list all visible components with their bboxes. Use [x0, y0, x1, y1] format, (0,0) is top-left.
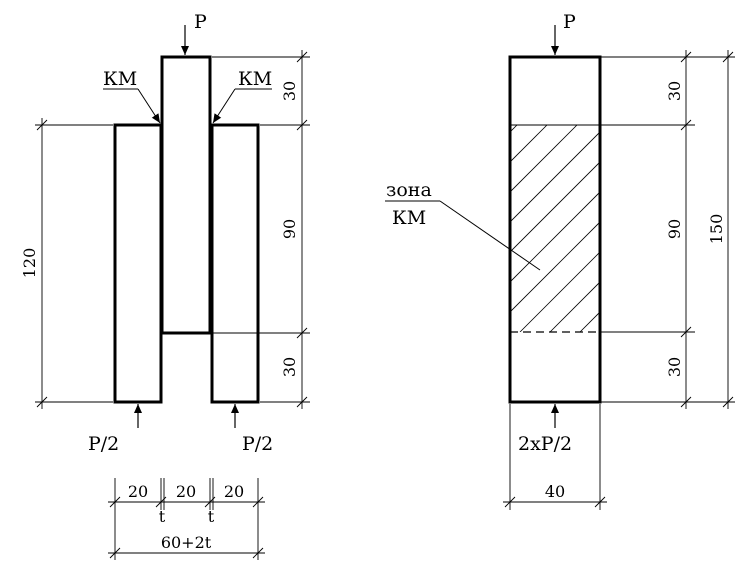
bottom-left-load-label: P/2 — [88, 433, 119, 455]
right-bottom-load-label: 2xP/2 — [518, 433, 572, 455]
dim-bottom-30: 30 — [280, 357, 299, 377]
right-specimen: P зона КМ 2xP/2 30 90 30 150 — [385, 11, 735, 510]
zone-label-line2: КМ — [392, 207, 426, 229]
right-dim-width-40: 40 — [545, 482, 565, 501]
gap-t-1: t — [159, 507, 166, 526]
right-dim-top-30: 30 — [665, 81, 684, 101]
right-top-load-label: P — [563, 11, 576, 33]
dim-top-30: 30 — [280, 81, 299, 101]
right-outer-plate — [210, 123, 260, 404]
center-plate — [160, 55, 212, 335]
right-dim-bottom-30: 30 — [665, 357, 684, 377]
km-zone-hatch — [510, 125, 600, 332]
left-outer-plate — [113, 123, 163, 404]
bottom-right-load-label: P/2 — [242, 433, 273, 455]
right-dim-total-150: 150 — [707, 214, 726, 245]
solid-specimen — [508, 55, 602, 404]
left-specimen: P КМ КМ P/2 P/2 30 90 30 — [20, 11, 310, 560]
dim-total-width: 60+2t — [161, 533, 212, 552]
km-left-leader-icon — [137, 88, 161, 124]
right-vertical-dimensions: 30 90 30 150 — [600, 50, 735, 409]
right-dim-middle-90: 90 — [665, 219, 684, 239]
right-width-dimension: 40 — [503, 404, 607, 510]
km-left-label: КМ — [103, 68, 137, 90]
dim-width-20-a: 20 — [128, 482, 148, 501]
dim-height-120: 120 — [20, 248, 39, 279]
km-right-label: КМ — [238, 68, 272, 90]
dim-width-20-c: 20 — [224, 482, 244, 501]
left-vertical-dimensions: 30 90 30 — [212, 50, 310, 409]
top-load-label: P — [194, 11, 207, 33]
km-right-leader-icon — [212, 88, 236, 124]
left-height-dimension: 120 — [20, 118, 113, 409]
gap-t-2: t — [208, 507, 215, 526]
left-width-dimensions: 20 20 20 t t 60+2t — [108, 478, 265, 560]
dim-middle-90: 90 — [280, 219, 299, 239]
dim-width-20-b: 20 — [176, 482, 196, 501]
zone-label-line1: зона — [386, 179, 432, 201]
zone-leader-line — [439, 200, 541, 271]
